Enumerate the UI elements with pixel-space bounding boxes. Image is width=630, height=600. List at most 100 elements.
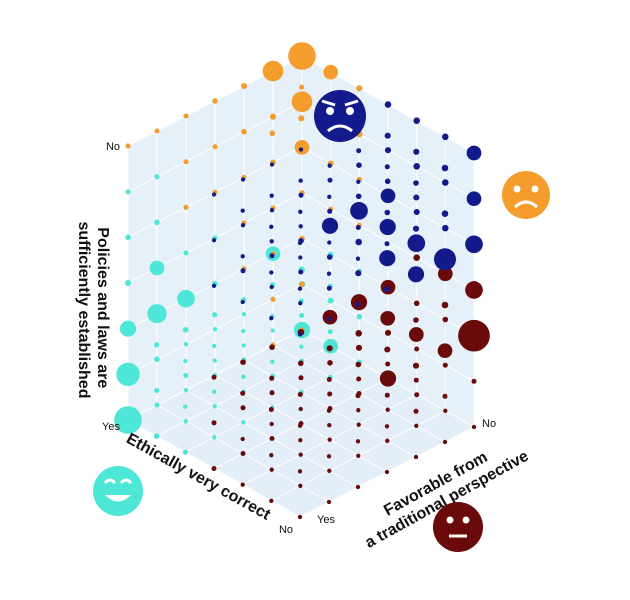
sad-data-point [183, 204, 189, 210]
neutral-data-point [240, 405, 246, 411]
z-axis-title-line-2: sufficiently established [75, 222, 92, 399]
angry-data-point [384, 147, 392, 154]
angry-data-point [297, 286, 303, 291]
happy-data-point [327, 297, 334, 304]
neutral-data-point [297, 514, 303, 520]
z-axis-title: Policies and laws are sufficiently estab… [75, 222, 111, 399]
neutral-data-point [380, 310, 396, 326]
happy-data-point [125, 189, 131, 195]
angry-data-point [355, 238, 362, 246]
neutral-data-point [297, 469, 303, 474]
angry-data-point [269, 224, 274, 229]
z-axis-title-line-1: Policies and laws are [94, 227, 111, 388]
neutral-face-icon [433, 502, 483, 552]
neutral-data-point [240, 390, 246, 396]
neutral-data-point [385, 361, 391, 367]
neutral-data-point [240, 436, 245, 442]
happy-data-point [241, 374, 246, 379]
angry-data-point [327, 163, 332, 168]
neutral-data-point [414, 392, 420, 398]
angry-data-point [269, 239, 274, 244]
sad-data-point [183, 113, 189, 119]
angry-data-point [384, 195, 390, 201]
angry-data-point [326, 285, 332, 291]
neutral-data-point [384, 346, 391, 353]
happy-data-point [182, 449, 188, 455]
happy-data-point [183, 358, 188, 364]
angry-data-point [356, 162, 362, 168]
neutral-data-point [298, 483, 303, 488]
sad-data-point [323, 64, 339, 80]
neutral-data-point [356, 422, 361, 427]
neutral-data-point [355, 393, 361, 399]
happy-data-point [119, 320, 137, 337]
neutral-data-point [298, 452, 303, 457]
sad-data-point [270, 296, 276, 302]
neutral-data-point [240, 450, 246, 457]
neutral-data-point [384, 392, 390, 398]
happy-data-point [154, 356, 160, 363]
neutral-data-point [269, 453, 274, 458]
angry-data-point [413, 163, 420, 170]
angry-data-point [269, 208, 275, 213]
sad-face-icon [502, 171, 550, 219]
sad-data-point [288, 42, 316, 70]
angry-data-point [466, 191, 482, 207]
neutral-data-point [355, 361, 362, 368]
neutral-data-point [355, 439, 361, 444]
neutral-data-point [471, 378, 477, 384]
neutral-data-point [326, 499, 332, 505]
angry-data-point [298, 209, 303, 214]
neutral-data-point [269, 375, 275, 381]
neutral-data-point [384, 377, 390, 384]
happy-data-point [183, 387, 189, 393]
neutral-data-point [385, 438, 390, 443]
neutral-data-point [355, 330, 362, 337]
angry-data-point [466, 145, 482, 161]
angry-data-point [298, 192, 304, 198]
neutral-data-point [458, 319, 490, 352]
happy-data-point [183, 342, 189, 347]
neutral-data-point [355, 484, 361, 490]
happy-data-point [183, 419, 188, 424]
angry-data-point [356, 148, 362, 154]
neutral-data-point [326, 376, 332, 383]
angry-data-point [269, 253, 275, 259]
neutral-data-point [269, 344, 275, 351]
sad-data-point [299, 281, 305, 288]
neutral-data-point [298, 375, 304, 381]
y-tick-no: No [482, 418, 496, 430]
angry-data-point [465, 235, 483, 254]
happy-data-point [212, 327, 218, 332]
angry-data-point [384, 209, 391, 216]
happy-data-point [125, 234, 131, 241]
z-tick-yes: Yes [102, 421, 120, 433]
neutral-data-point [297, 423, 303, 428]
data-points [114, 42, 490, 520]
happy-data-point [241, 328, 246, 334]
sad-data-point [269, 113, 277, 120]
neutral-data-point [412, 362, 420, 369]
neutral-data-point [268, 406, 274, 413]
angry-data-point [355, 270, 362, 277]
happy-data-point [183, 372, 189, 379]
neutral-data-point [384, 424, 390, 429]
happy-data-point [153, 433, 160, 440]
neutral-data-point [385, 407, 390, 412]
angry-data-point [379, 250, 396, 267]
neutral-data-point [413, 254, 420, 261]
neutral-data-point [240, 359, 246, 366]
neutral-data-point [442, 439, 448, 445]
angry-data-point [407, 234, 426, 253]
happy-data-point [182, 327, 189, 333]
angry-data-point [298, 147, 304, 152]
angry-data-point [384, 241, 390, 247]
neutral-data-point [355, 344, 363, 351]
angry-data-point [326, 254, 333, 260]
x-tick-no: No [279, 524, 293, 536]
happy-data-point [212, 435, 217, 440]
angry-data-point [442, 224, 449, 232]
happy-data-point [241, 343, 246, 348]
angry-data-point [211, 238, 217, 243]
angry-data-point [326, 317, 332, 322]
